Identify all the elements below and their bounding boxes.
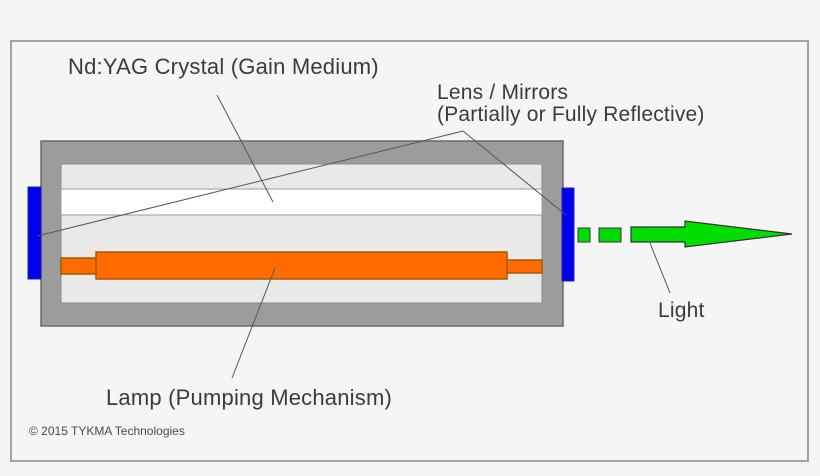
light-beam-arrow [630,220,793,248]
mirror-right [561,187,575,282]
light-beam-dash-2 [598,227,622,243]
leader-line-crystal [216,94,274,203]
laser-cavity [60,163,543,304]
leader-line-light [649,242,671,294]
gain-medium-crystal [60,188,543,216]
copyright-text: © 2015 TYKMA Technologies [29,424,185,438]
light-label: Light [658,299,705,322]
lens-mirrors-label-line1: Lens / Mirrors [437,81,569,104]
lamp-electrode-left [60,257,98,275]
pump-lamp [95,251,508,280]
leader-line-mirror-right [462,130,567,216]
leader-line-lamp [231,267,276,379]
gain-medium-label: Nd:YAG Crystal (Gain Medium) [68,54,379,79]
mirror-left [27,186,42,280]
lens-mirrors-label: Lens / Mirrors (Partially or Fully Refle… [437,82,705,126]
lens-mirrors-label-line2: (Partially or Fully Reflective) [437,103,705,126]
leader-line-mirror-left [36,130,464,237]
lamp-label: Lamp (Pumping Mechanism) [106,385,393,410]
lamp-electrode-right [505,259,543,274]
light-beam-dash-1 [577,227,591,243]
